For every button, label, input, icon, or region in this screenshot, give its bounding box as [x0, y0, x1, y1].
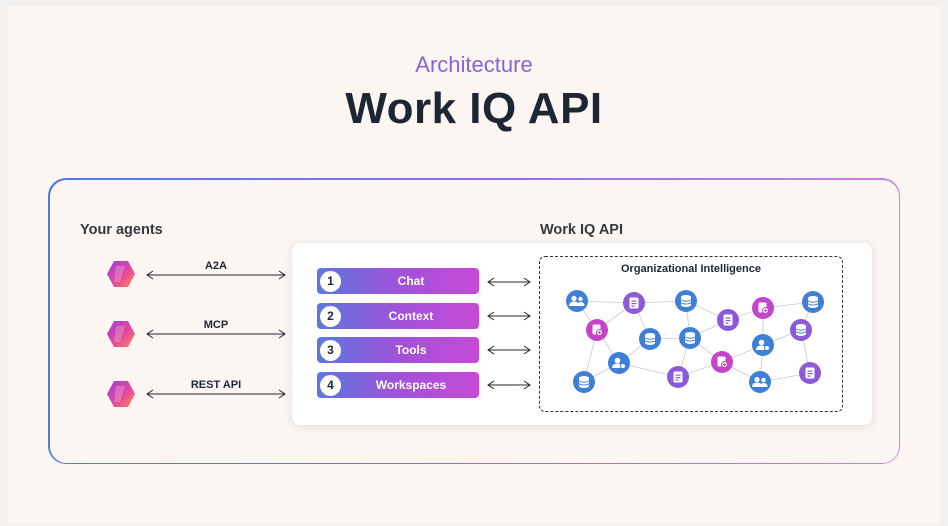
- double-arrow-icon: [146, 270, 286, 280]
- person-settings-icon: [608, 352, 630, 374]
- double-arrow-icon: [146, 329, 286, 339]
- database-icon: [679, 327, 701, 349]
- api-heading: Work IQ API: [540, 222, 623, 238]
- database-icon: [639, 328, 661, 350]
- document-icon: [799, 362, 821, 384]
- people-icon: [749, 371, 771, 393]
- item-label: Tools: [395, 343, 427, 357]
- api-item-context: 2 Context: [317, 303, 479, 329]
- protocol-label: A2A: [204, 260, 227, 272]
- shared-document-icon: [752, 297, 774, 319]
- double-arrow-icon: [487, 380, 531, 390]
- double-arrow-icon: [487, 345, 531, 355]
- person-settings-icon: [752, 334, 774, 356]
- item-label: Chat: [397, 274, 425, 288]
- protocol-a2a: A2A: [146, 260, 286, 284]
- document-icon: [667, 366, 689, 388]
- double-arrow-icon: [487, 277, 531, 287]
- item-number: 2: [320, 305, 341, 327]
- protocol-label: REST API: [190, 379, 242, 391]
- database-icon: [675, 290, 697, 312]
- double-arrow-icon: [146, 389, 286, 399]
- page-title: Work IQ API: [345, 84, 603, 133]
- people-icon: [566, 290, 588, 312]
- database-icon: [790, 319, 812, 341]
- double-arrow-icon: [487, 311, 531, 321]
- agent-logo-icon: [107, 381, 135, 407]
- agent-logo-icon: [107, 261, 135, 287]
- shared-document-icon: [711, 351, 733, 373]
- org-intelligence-box: Organizational Intelligence: [539, 256, 843, 412]
- api-item-tools: 3 Tools: [317, 337, 479, 363]
- agents-heading: Your agents: [80, 222, 163, 238]
- protocol-mcp: MCP: [146, 319, 286, 343]
- protocol-label: MCP: [203, 319, 229, 331]
- eyebrow: Architecture: [415, 52, 533, 77]
- protocol-rest-api: REST API: [146, 379, 286, 403]
- api-item-chat: 1 Chat: [317, 268, 479, 294]
- document-icon: [717, 309, 739, 331]
- shared-document-icon: [586, 319, 608, 341]
- item-label: Workspaces: [375, 378, 447, 392]
- knowledge-graph: [566, 290, 824, 393]
- agent-logo-icon: [107, 321, 135, 347]
- item-number: 4: [320, 374, 341, 396]
- database-icon: [573, 371, 595, 393]
- database-icon: [802, 291, 824, 313]
- item-number: 1: [320, 270, 341, 292]
- item-label: Context: [388, 309, 434, 323]
- api-item-workspaces: 4 Workspaces: [317, 372, 479, 398]
- document-icon: [623, 292, 645, 314]
- item-number: 3: [320, 339, 341, 361]
- org-intelligence-title: Organizational Intelligence: [621, 263, 761, 275]
